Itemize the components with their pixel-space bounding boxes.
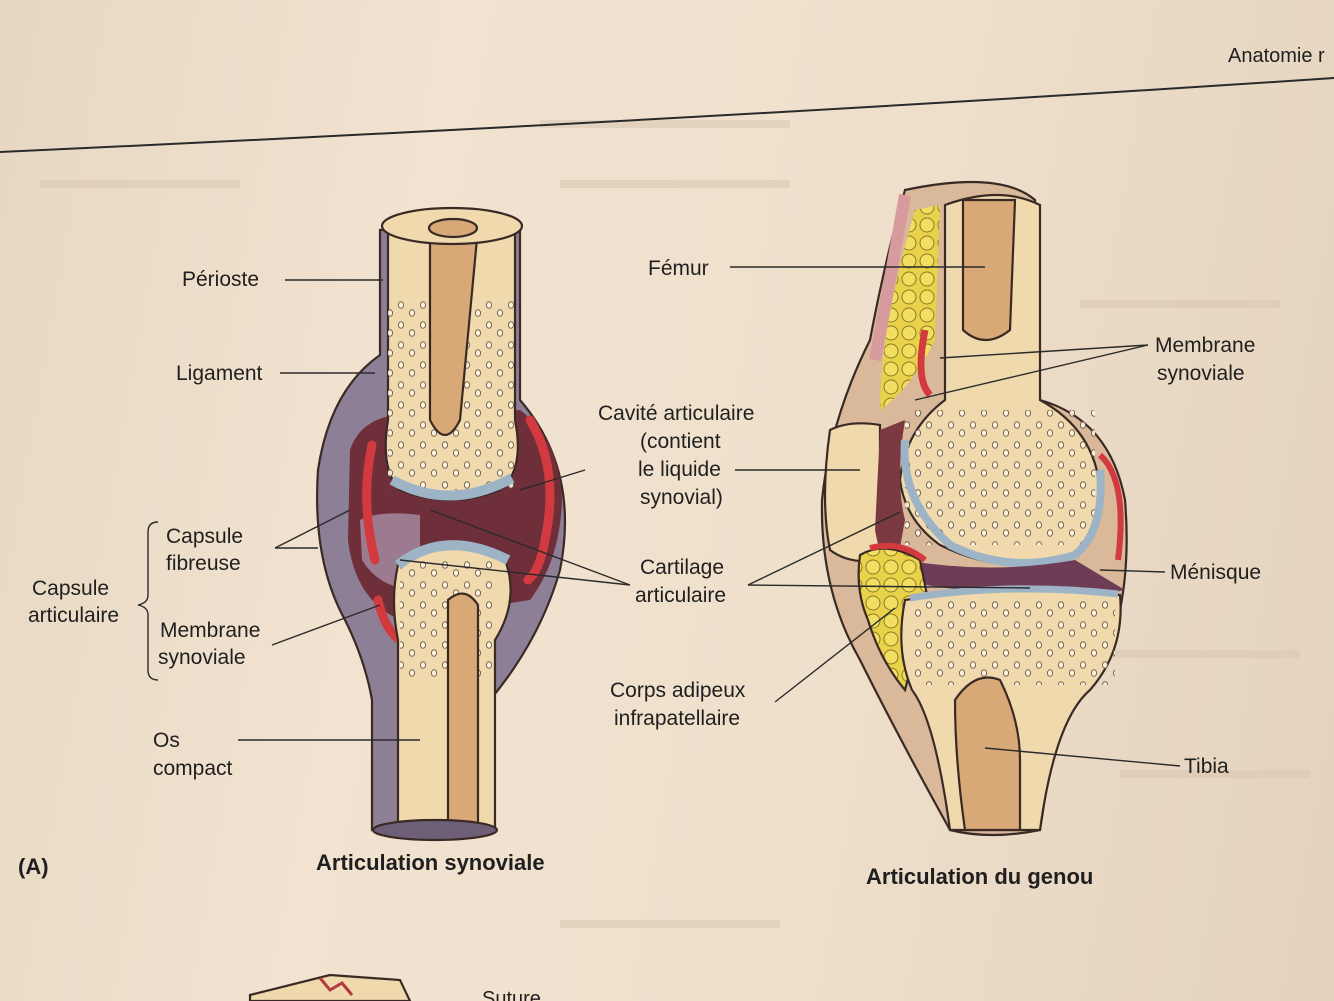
label-cavite-2: (contient bbox=[640, 430, 721, 453]
leader-lines bbox=[137, 266, 1181, 767]
label-cartilage-2: articulaire bbox=[635, 584, 726, 607]
title-knee: Articulation du genou bbox=[866, 864, 1093, 889]
panel-label: (A) bbox=[18, 854, 49, 879]
label-ligament: Ligament bbox=[176, 362, 263, 385]
label-membrane-synoviale-left-1: Membrane bbox=[160, 619, 260, 642]
running-head: Anatomie r bbox=[1228, 45, 1325, 67]
knee-joint-illustration bbox=[820, 180, 1128, 837]
header-rule bbox=[0, 77, 1334, 153]
label-menisque: Ménisque bbox=[1170, 561, 1261, 584]
label-perioste: Périoste bbox=[182, 268, 259, 291]
suture-illustration: Suture bbox=[248, 973, 541, 1001]
label-os-compact-1: Os bbox=[153, 729, 180, 752]
label-os-compact-2: compact bbox=[153, 757, 233, 780]
label-tibia: Tibia bbox=[1184, 755, 1229, 778]
label-cartilage-1: Cartilage bbox=[640, 556, 724, 579]
background-text bbox=[40, 120, 1310, 928]
label-cavite-3: le liquide bbox=[638, 458, 721, 481]
label-cavite-1: Cavité articulaire bbox=[598, 402, 754, 425]
synovial-joint-illustration bbox=[315, 206, 566, 842]
label-membrane-synoviale-left-2: synoviale bbox=[158, 646, 246, 669]
label-capsule-articulaire-2: articulaire bbox=[28, 604, 119, 627]
labels: Périoste Ligament Capsule fibreuse Capsu… bbox=[18, 257, 1261, 889]
label-cavite-4: synovial) bbox=[640, 486, 723, 509]
title-synovial: Articulation synoviale bbox=[316, 850, 545, 875]
label-capsule-fibreuse-1: Capsule bbox=[166, 525, 243, 548]
label-capsule-articulaire-1: Capsule bbox=[32, 577, 109, 600]
label-corps-adipeux-1: Corps adipeux bbox=[610, 679, 746, 702]
label-corps-adipeux-2: infrapatellaire bbox=[614, 707, 740, 730]
label-femur: Fémur bbox=[648, 257, 709, 280]
label-membrane-synoviale-right-2: synoviale bbox=[1157, 362, 1245, 385]
label-capsule-fibreuse-2: fibreuse bbox=[166, 552, 241, 575]
label-suture: Suture bbox=[482, 988, 541, 1001]
label-membrane-synoviale-right-1: Membrane bbox=[1155, 334, 1255, 357]
